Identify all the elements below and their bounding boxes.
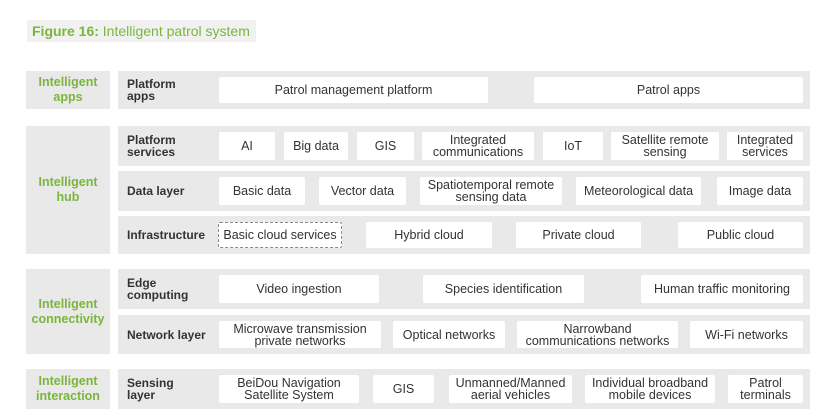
section-intelligent-apps: Intelligent apps <box>26 71 110 109</box>
cell-integrated-services: Integrated services <box>727 132 803 160</box>
figure-title: Figure 16: Intelligent patrol system <box>27 20 256 42</box>
row-label-sensing-layer: Sensing layer <box>127 376 174 402</box>
row-network-layer: Network layer Microwave transmission pri… <box>118 315 810 354</box>
row-label-data-layer: Data layer <box>127 184 185 198</box>
cell-satellite-remote-sensing: Satellite remote sensing <box>611 132 719 160</box>
cell-microwave-transmission-private-networks: Microwave transmission private networks <box>219 321 381 348</box>
cell-public-cloud: Public cloud <box>678 222 803 248</box>
figure-caption: Intelligent patrol system <box>98 23 250 39</box>
figure-number: Figure 16: <box>32 23 99 39</box>
row-label-network-layer: Network layer <box>127 327 206 342</box>
section-intelligent-hub: Intelligent hub <box>26 126 110 254</box>
cell-patrol-apps: Patrol apps <box>534 77 803 103</box>
cell-vector-data: Vector data <box>319 177 406 205</box>
cell-individual-broadband-mobile-devices: Individual broadband mobile devices <box>585 375 715 403</box>
row-data-layer: Data layer Basic data Vector data Spatio… <box>118 171 810 211</box>
cell-image-data: Image data <box>717 177 803 205</box>
cell-meteorological-data: Meteorological data <box>576 177 701 205</box>
cell-gis-sensing: GIS <box>373 375 434 403</box>
cell-hybrid-cloud: Hybrid cloud <box>366 222 492 248</box>
cell-unmanned-manned-aerial-vehicles: Unmanned/Manned aerial vehicles <box>449 375 572 403</box>
cell-private-cloud: Private cloud <box>516 222 641 248</box>
cell-basic-data: Basic data <box>219 177 305 205</box>
row-label-platform-services: Platform services <box>127 133 176 159</box>
cell-optical-networks: Optical networks <box>393 321 505 348</box>
cell-patrol-management-platform: Patrol management platform <box>219 77 488 103</box>
cell-patrol-terminals: Patrol terminals <box>728 375 803 403</box>
row-label-edge-computing: Edge computing <box>127 276 189 302</box>
cell-video-ingestion: Video ingestion <box>219 275 379 303</box>
cell-spatiotemporal-remote-sensing-data: Spatiotemporal remote sensing data <box>420 177 562 205</box>
cell-human-traffic-monitoring: Human traffic monitoring <box>641 275 803 303</box>
section-intelligent-connectivity: Intelligent connectivity <box>26 269 110 354</box>
section-intelligent-interaction: Intelligent interaction <box>26 369 110 409</box>
row-label-infrastructure: Infrastructure <box>127 228 206 242</box>
row-platform-apps: Platform apps Patrol management platform… <box>118 71 810 109</box>
cell-species-identification: Species identification <box>423 275 584 303</box>
row-infrastructure: Infrastructure Basic cloud services Hybr… <box>118 216 810 254</box>
cell-narrowband-communications-networks: Narrowband communications networks <box>517 321 678 348</box>
row-label-platform-apps: Platform apps <box>127 77 176 103</box>
cell-basic-cloud-services: Basic cloud services <box>218 222 342 248</box>
cell-wi-fi-networks: Wi-Fi networks <box>690 321 803 348</box>
cell-ai: AI <box>219 132 275 160</box>
row-platform-services: Platform services AI Big data GIS Integr… <box>118 126 810 166</box>
row-edge-computing: Edge computing Video ingestion Species i… <box>118 269 810 309</box>
cell-iot: IoT <box>543 132 603 160</box>
cell-beidou-navigation-satellite-system: BeiDou Navigation Satellite System <box>219 375 359 403</box>
row-sensing-layer: Sensing layer BeiDou Navigation Satellit… <box>118 369 810 409</box>
cell-integrated-communications: Integrated communications <box>422 132 534 160</box>
cell-big-data: Big data <box>284 132 348 160</box>
cell-gis: GIS <box>357 132 414 160</box>
